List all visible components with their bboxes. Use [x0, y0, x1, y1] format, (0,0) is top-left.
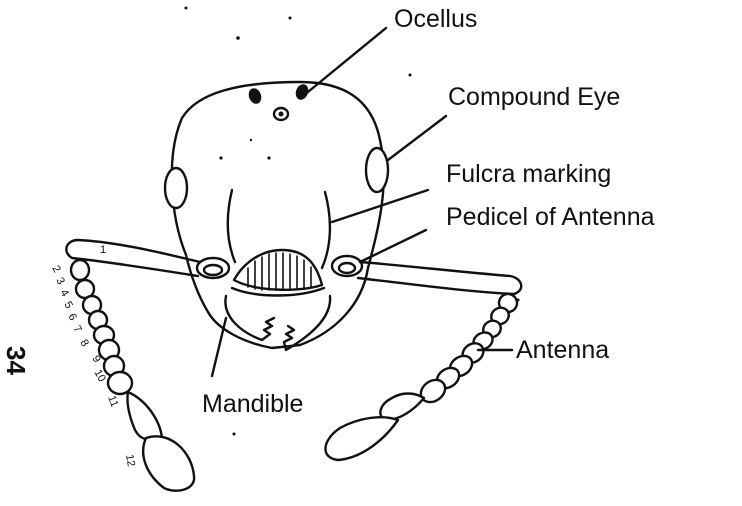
label-mandible: Mandible [202, 390, 303, 418]
segment-number-3: 3 [53, 276, 66, 287]
speck-4 [236, 36, 240, 40]
segment-number-9: 9 [89, 354, 102, 365]
ocellus-center-dot [279, 112, 284, 117]
speck-8 [517, 299, 520, 302]
compound-eye-right [366, 148, 388, 192]
label-ocellus: Ocellus [394, 5, 477, 33]
leader-mandible [212, 318, 226, 376]
label-fulcra-marking: Fulcra marking [446, 160, 611, 188]
speck-5 [185, 7, 188, 10]
leader-compound-eye [388, 116, 446, 160]
speck-1 [219, 156, 222, 159]
label-antenna: Antenna [516, 336, 609, 364]
fulcra-marking-left [228, 190, 235, 262]
antenna-left-club-2 [143, 436, 194, 490]
antennal-socket-right-inner [339, 263, 355, 273]
speck-6 [289, 17, 292, 20]
speck-2 [267, 156, 270, 159]
segment-number-12: 12 [123, 453, 137, 467]
leader-ocellus [303, 28, 386, 96]
speck-7 [409, 74, 412, 77]
antenna-right-club-2 [325, 417, 398, 460]
antenna-right-funicle [417, 291, 521, 407]
segment-number-4: 4 [57, 288, 70, 299]
antennal-socket-left-inner [204, 265, 222, 275]
antenna-right-club-1 [380, 394, 424, 421]
page-number: 34 [1, 346, 31, 375]
ocellus-left [247, 86, 264, 105]
segment-number-5: 5 [61, 300, 74, 311]
antenna-left-club-1 [127, 392, 162, 440]
fulcra-marking-right [322, 192, 330, 268]
compound-eye-left [165, 168, 187, 208]
speck-9 [233, 433, 236, 436]
leader-pedicel [360, 230, 426, 262]
label-compound-eye: Compound Eye [448, 83, 620, 111]
speck-3 [250, 139, 252, 141]
segment-number-6: 6 [65, 312, 78, 323]
segment-number-2: 2 [49, 264, 62, 275]
segment-number-8: 8 [77, 338, 90, 349]
segment-number-7: 7 [70, 324, 83, 335]
label-pedicel: Pedicel of Antenna [446, 203, 655, 231]
segment-number-labels: 1 2 3 4 5 6 7 8 9 10 11 12 [49, 244, 137, 468]
segment-number-11: 11 [105, 394, 120, 409]
segment-number-1: 1 [100, 244, 106, 256]
antenna-right-scape [358, 262, 521, 294]
